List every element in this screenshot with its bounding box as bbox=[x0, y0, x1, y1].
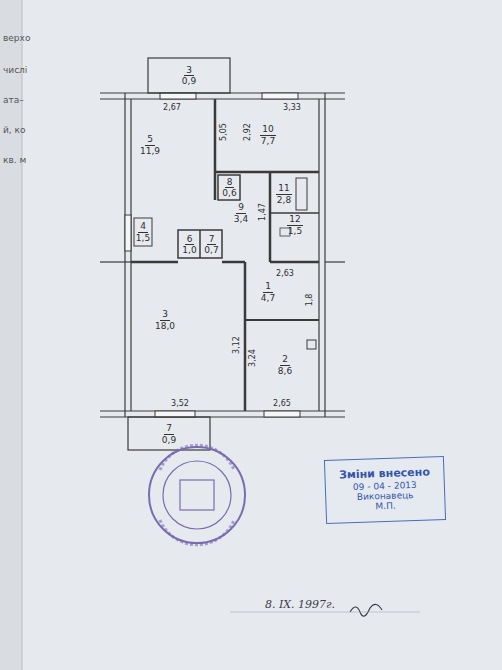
text-fragment: кв. м bbox=[3, 156, 26, 165]
dimension: 3,24 bbox=[249, 349, 257, 367]
room: 107,7 bbox=[218, 102, 318, 168]
signature bbox=[350, 604, 382, 616]
room: 28,6 bbox=[255, 325, 315, 405]
dimension: 2,63 bbox=[276, 270, 294, 278]
room-area: 2,8 bbox=[277, 195, 291, 205]
stamp-text: М.П. bbox=[375, 501, 396, 512]
balcony: 30,9 bbox=[148, 58, 230, 93]
room-number: 8 bbox=[225, 177, 235, 188]
dimension: 2,67 bbox=[163, 104, 181, 112]
room: 80,6 bbox=[218, 175, 241, 200]
room-number: 10 bbox=[260, 124, 275, 135]
text-fragment: ата– bbox=[3, 96, 24, 105]
room-number: 5 bbox=[145, 134, 155, 145]
room: 112,8 bbox=[272, 176, 296, 212]
dimension: 5,05 bbox=[220, 123, 228, 141]
room-area: 7,7 bbox=[261, 136, 275, 146]
room-area: 0,9 bbox=[182, 76, 196, 86]
walls bbox=[100, 58, 345, 450]
room: 41,5 bbox=[133, 218, 153, 246]
changes-stamp: Зміни внесено09 - 04 - 2013ВиконавецьМ.П… bbox=[324, 456, 446, 524]
room-area: 0,7 bbox=[204, 245, 218, 255]
room-number: 7 bbox=[164, 423, 174, 434]
room: 70,7 bbox=[201, 231, 222, 258]
room: 61,0 bbox=[179, 231, 200, 258]
room-area: 11,9 bbox=[140, 146, 160, 156]
room-area: 0,9 bbox=[162, 435, 176, 445]
room-number: 2 bbox=[280, 354, 290, 365]
room-area: 0,6 bbox=[222, 188, 236, 198]
dimension: 1,47 bbox=[259, 203, 267, 221]
room-area: 1,5 bbox=[136, 233, 150, 243]
dimension: 1,8 bbox=[306, 294, 314, 307]
room-number: 4 bbox=[138, 221, 148, 232]
room-number: 3 bbox=[160, 309, 170, 320]
room: 511,9 bbox=[130, 100, 170, 190]
stamp-text: Виконавець bbox=[357, 490, 414, 502]
room-area: 18,0 bbox=[155, 321, 175, 331]
room-number: 3 bbox=[184, 65, 194, 76]
room-number: 1 bbox=[263, 281, 273, 292]
room-area: 3,4 bbox=[234, 214, 248, 224]
room-number: 12 bbox=[287, 214, 302, 225]
dimension: 3,52 bbox=[171, 400, 189, 408]
handwritten-date: 8. IX. 1997г. bbox=[265, 599, 335, 610]
room-number: 9 bbox=[236, 202, 246, 213]
room-area: 1,5 bbox=[288, 226, 302, 236]
room-area: 4,7 bbox=[261, 293, 275, 303]
room: 121,5 bbox=[272, 213, 318, 237]
balcony: 70,9 bbox=[128, 418, 210, 450]
room-number: 6 bbox=[185, 234, 195, 245]
room-area: 8,6 bbox=[278, 366, 292, 376]
room-area: 1,0 bbox=[182, 245, 196, 255]
dimension: 3,12 bbox=[233, 336, 241, 354]
text-fragment: верхо bbox=[3, 34, 30, 43]
dimension: 2,92 bbox=[244, 123, 252, 141]
room: 318,0 bbox=[135, 280, 195, 360]
dimension: 3,33 bbox=[283, 104, 301, 112]
text-fragment: числі bbox=[3, 66, 27, 75]
room-number: 11 bbox=[276, 183, 291, 194]
room: 93,4 bbox=[226, 198, 256, 228]
sign-line bbox=[230, 612, 420, 613]
round-stamp bbox=[149, 445, 245, 545]
text-fragment: й, ко bbox=[3, 126, 26, 135]
room-number: 7 bbox=[207, 234, 217, 245]
dimension: 2,65 bbox=[273, 400, 291, 408]
